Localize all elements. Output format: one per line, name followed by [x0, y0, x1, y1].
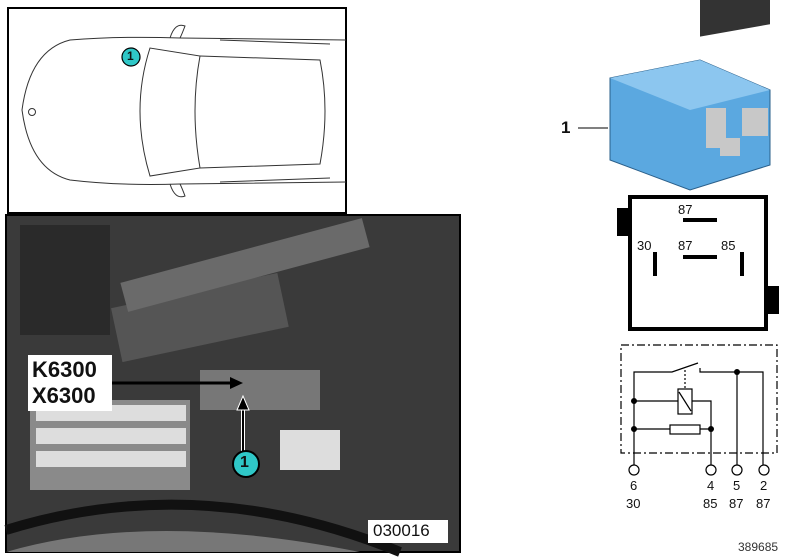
relay-image[interactable] — [578, 0, 771, 191]
photo-label-x6300: X6300 — [32, 383, 96, 408]
pin-number: 6 — [630, 478, 638, 493]
photo-number: 030016 — [373, 521, 430, 540]
pin-label-left: 30 — [637, 238, 652, 253]
photo-label-k6300: K6300 — [32, 357, 97, 382]
car-location-view — [7, 7, 347, 214]
terminal-number: 87 — [756, 496, 771, 511]
part-label[interactable]: 1 — [561, 118, 571, 137]
callout-number-photo: 1 — [240, 454, 249, 471]
pin-layout — [617, 195, 779, 331]
callout-1-car[interactable] — [121, 47, 141, 67]
pin-number: 5 — [733, 478, 741, 493]
terminal-number: 87 — [729, 496, 744, 511]
pin-terminal — [731, 464, 743, 476]
pin-label-right: 85 — [721, 238, 736, 253]
pin-terminal — [705, 464, 717, 476]
callout-number-car: 1 — [127, 49, 134, 63]
terminal-number: 30 — [626, 496, 641, 511]
pin-label-center: 87 — [678, 238, 693, 253]
pin-label-top: 87 — [678, 202, 693, 217]
pin-number: 4 — [707, 478, 715, 493]
terminal-number: 85 — [703, 496, 718, 511]
pin-terminal — [628, 464, 640, 476]
installation-photo — [4, 214, 461, 557]
pin-terminal — [758, 464, 770, 476]
relay-schematic — [620, 344, 778, 476]
pin-number: 2 — [760, 478, 768, 493]
callout-1-photo[interactable] — [232, 450, 260, 478]
diagram-number: 389685 — [738, 540, 779, 554]
